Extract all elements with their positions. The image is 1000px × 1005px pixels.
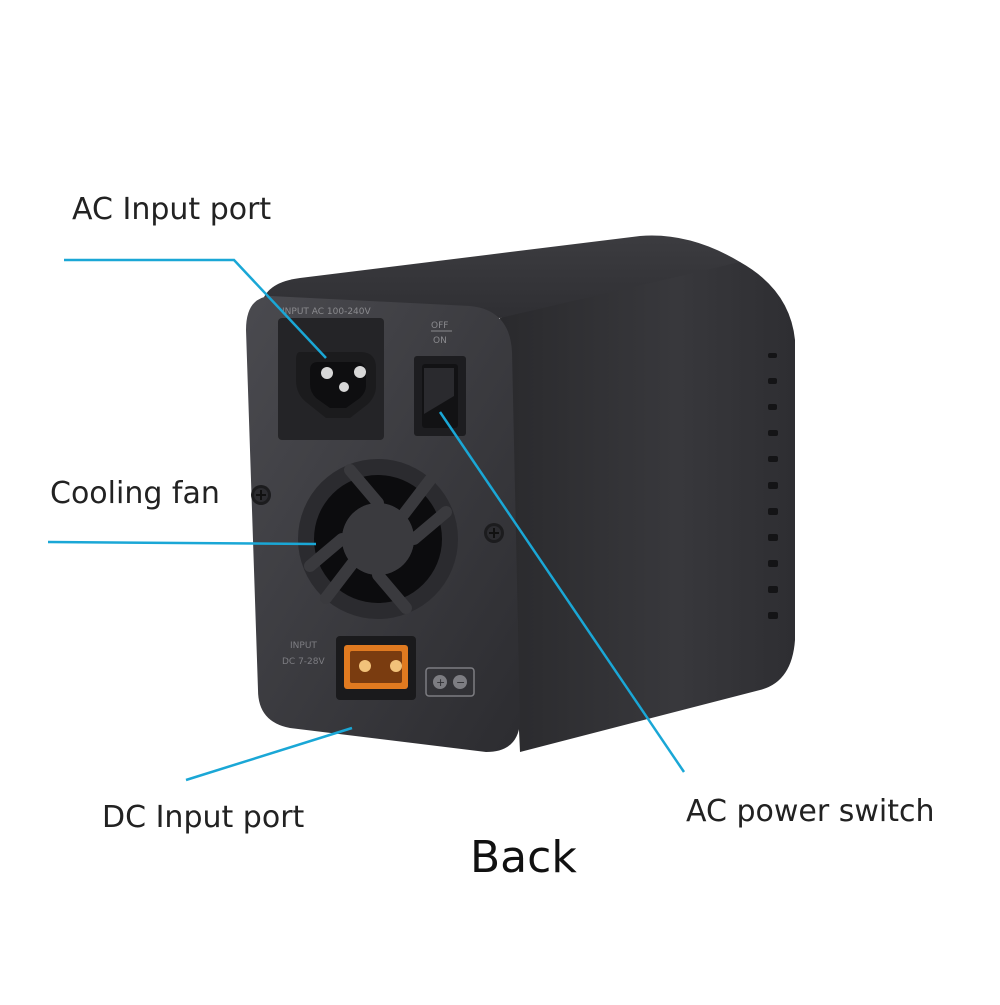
callout-ac-power-switch: AC power switch <box>686 794 935 829</box>
screw-left <box>251 485 271 505</box>
screw-right <box>484 523 504 543</box>
switch-on-text: ON <box>433 336 447 346</box>
polarity-minus-text: − <box>456 676 465 689</box>
dc-input-rating-text: DC 7-28V <box>282 657 326 667</box>
cooling-fan-grill <box>298 459 458 619</box>
switch-off-text: OFF <box>431 321 448 331</box>
leader-line-cooling-fan <box>47 540 317 546</box>
leader-line-ac-input <box>64 258 327 359</box>
view-label: Back <box>470 832 577 883</box>
callout-dc-input-port: DC Input port <box>102 800 305 835</box>
ac-input-rating-text: INPUT AC 100-240V <box>282 307 372 317</box>
polarity-plus-text: + <box>436 676 445 689</box>
leader-line-power-switch <box>438 411 686 773</box>
dc-input-label-text: INPUT <box>290 641 317 651</box>
dc-input-connector: INPUT DC 7-28V <box>282 636 416 700</box>
callout-cooling-fan: Cooling fan <box>50 476 220 511</box>
power-switch: OFF ON <box>414 321 466 436</box>
polarity-badge: + − <box>425 667 475 697</box>
device-side <box>500 262 795 752</box>
callout-ac-input-port: AC Input port <box>72 192 272 227</box>
leader-line-dc-input <box>185 726 353 782</box>
ac-input-socket: INPUT AC 100-240V <box>278 307 384 440</box>
side-vents <box>768 353 778 619</box>
